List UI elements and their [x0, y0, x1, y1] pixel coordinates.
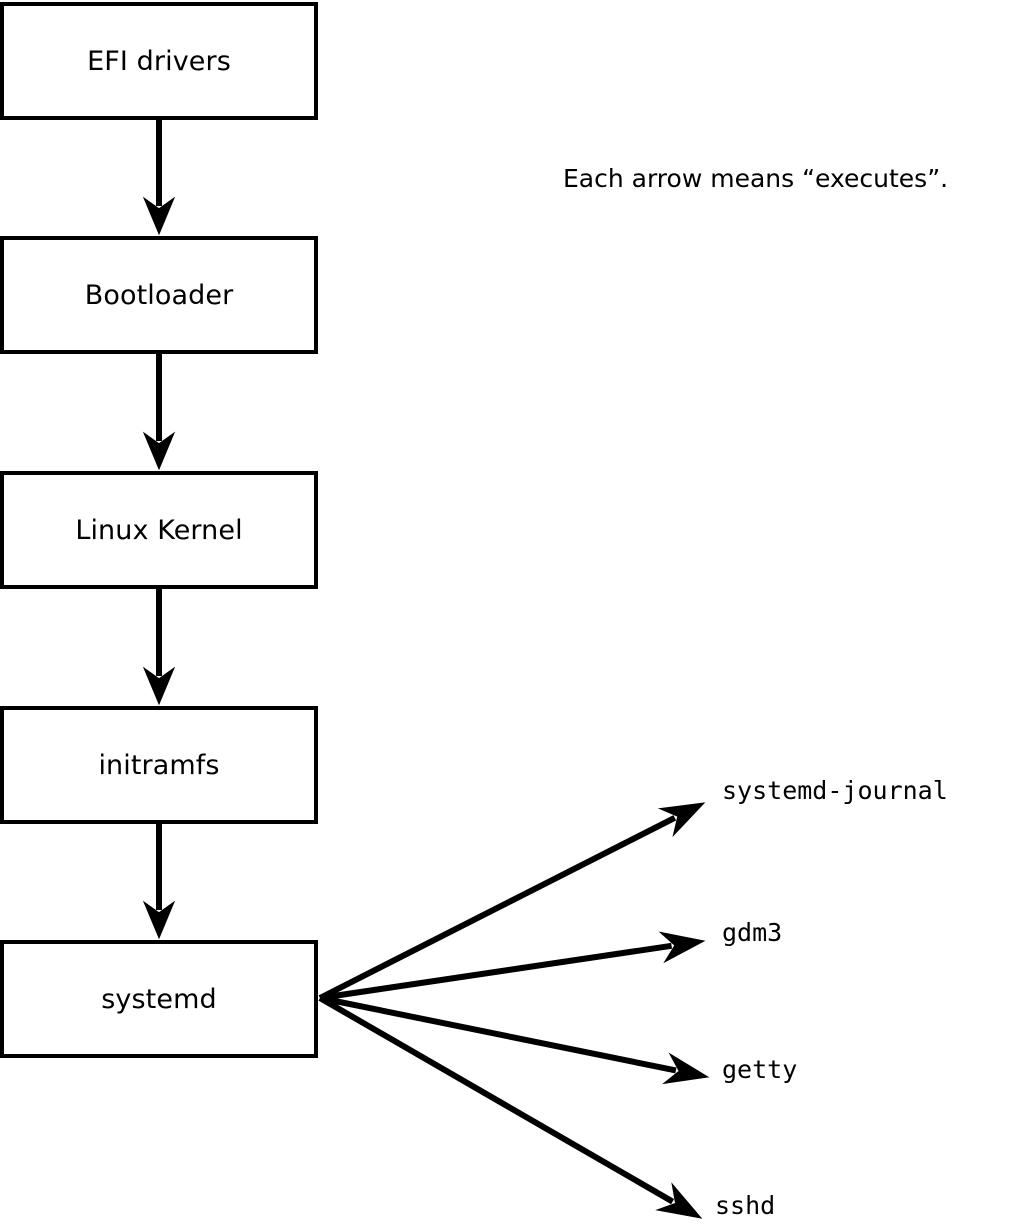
node-label-efi-drivers: EFI drivers [87, 45, 231, 77]
arrow-head-systemd-to-systemd-journal [657, 802, 706, 838]
arrow-head-initramfs-to-systemd [142, 900, 176, 940]
node-systemd: systemd [0, 940, 318, 1058]
leaf-label-getty: getty [722, 1055, 798, 1084]
node-label-linux-kernel: Linux Kernel [75, 514, 243, 546]
arrow-shaft-systemd-to-systemd-journal [318, 815, 677, 1001]
leaf-label-systemd-journal: systemd-journal [722, 776, 948, 805]
arrow-shaft-systemd-to-gdm3 [319, 942, 673, 1001]
leaf-label-gdm3: gdm3 [722, 918, 783, 947]
leaf-label-sshd: sshd [715, 1191, 776, 1220]
arrow-head-efi-to-bootloader [142, 196, 176, 236]
legend-annotation: Each arrow means “executes”. [563, 164, 949, 193]
node-label-initramfs: initramfs [98, 749, 220, 781]
arrow-shaft-systemd-to-getty [319, 995, 677, 1074]
node-initramfs: initramfs [0, 706, 318, 824]
arrow-head-kernel-to-initramfs [142, 666, 176, 706]
node-label-systemd: systemd [101, 983, 217, 1015]
arrow-head-systemd-to-gdm3 [658, 931, 706, 964]
node-label-bootloader: Bootloader [84, 279, 234, 311]
node-linux-kernel: Linux Kernel [0, 471, 318, 589]
arrow-shaft-systemd-to-sshd [318, 995, 675, 1205]
node-efi-drivers: EFI drivers [0, 2, 318, 120]
node-bootloader: Bootloader [0, 236, 318, 354]
arrow-head-systemd-to-getty [662, 1052, 710, 1085]
arrow-head-systemd-to-sshd [655, 1182, 703, 1219]
fan-arrow-group [318, 802, 710, 1219]
arrow-head-bootloader-to-kernel [142, 431, 176, 471]
